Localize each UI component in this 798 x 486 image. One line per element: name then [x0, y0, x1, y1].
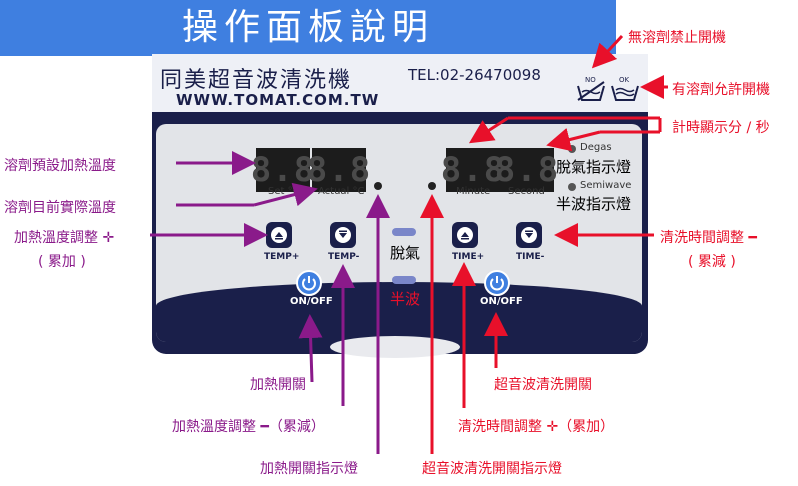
minute-label: Minute: [456, 186, 491, 197]
power-icon: [302, 276, 316, 291]
actual-temp-label: Actual °C: [318, 186, 365, 197]
brand-panel: [152, 54, 648, 112]
degas-button-label: 脫氣: [390, 244, 421, 262]
ultrasonic-indicator-led: [428, 182, 436, 190]
annotation-no-solvent: 無溶劑禁止開機: [628, 30, 726, 46]
temp-plus-caption: TEMP+: [264, 252, 300, 262]
set-temp-label: Set °C: [268, 186, 300, 197]
up-arrow-icon: [457, 227, 473, 243]
annotation-wash-time-down: 清洗時間調整 ━: [660, 230, 757, 246]
ultrasonic-power-button[interactable]: [484, 270, 510, 296]
annotation-solvent-preset-temp: 溶劑預設加熱溫度: [4, 158, 116, 174]
temp-minus-button[interactable]: [330, 222, 356, 248]
brand-name: 同美超音波清洗機: [160, 68, 353, 93]
annotation-heat-temp-down: 加熱溫度調整 ━（累減）: [172, 419, 325, 435]
time-minus-button[interactable]: [516, 222, 542, 248]
degas-small-label: Degas: [580, 142, 612, 153]
page-title: 操作面板說明: [181, 7, 434, 48]
semiwave-button[interactable]: [392, 276, 416, 284]
annotation-solvent-actual-temp: 溶劑目前實際溫度: [4, 200, 116, 216]
semiwave-indicator-label: 半波指示燈: [556, 195, 632, 213]
symbol-no-text: NO: [585, 76, 596, 84]
minute-display: 8.8: [440, 148, 506, 192]
title-bar: [0, 0, 616, 56]
symbol-ok-text: OK: [619, 76, 630, 84]
power-icon: [490, 276, 504, 291]
annotation-ultrasonic-switch-indicator: 超音波清洗開關指示燈: [422, 461, 562, 477]
has-solvent-symbol-icon: OK: [611, 76, 639, 101]
time-plus-button[interactable]: [452, 222, 478, 248]
annotation-wash-time-down-note: ( 累減 ): [688, 254, 736, 270]
heat-power-button[interactable]: [296, 270, 322, 296]
annotation-heat-temp-up: 加熱溫度調整 ✛: [14, 230, 115, 246]
no-solvent-symbol-icon: NO: [577, 76, 605, 101]
time-minus-caption: TIME-: [516, 252, 545, 262]
actual-temp-display: 8.8: [306, 148, 372, 192]
annotation-has-solvent: 有溶劑允許開機: [672, 82, 770, 98]
degas-button[interactable]: [392, 228, 416, 236]
time-plus-caption: TIME+: [452, 252, 485, 262]
degas-indicator-label: 脫氣指示燈: [556, 158, 632, 176]
annotation-timer-display: 計時顯示分 / 秒: [672, 120, 770, 136]
up-arrow-icon: [271, 227, 287, 243]
brand-tel: TEL:02-26470098: [408, 66, 541, 84]
annotation-heat-switch-indicator: 加熱開關指示燈: [260, 461, 358, 477]
second-label: Second: [508, 186, 545, 197]
set-temp-display: 8.8: [250, 148, 316, 192]
semiwave-led: [568, 183, 576, 191]
brand-website: WWW.TOMAT.COM.TW: [176, 91, 380, 109]
panel-shine: [330, 336, 460, 358]
annotation-wash-time-up: 清洗時間調整 ✛（累加）: [458, 419, 615, 435]
ultrasonic-onoff-caption: ON/OFF: [480, 296, 523, 307]
semiwave-button-label: 半波: [390, 290, 421, 308]
heat-indicator-led: [374, 182, 382, 190]
annotation-heat-switch: 加熱開關: [250, 377, 306, 393]
heat-onoff-caption: ON/OFF: [290, 296, 333, 307]
down-arrow-icon: [521, 227, 537, 243]
down-arrow-icon: [335, 227, 351, 243]
annotation-heat-temp-up-note: ( 累加 ): [38, 254, 86, 270]
temp-plus-button[interactable]: [266, 222, 292, 248]
semiwave-small-label: Semiwave: [580, 180, 632, 191]
temp-minus-caption: TEMP-: [328, 252, 360, 262]
control-panel-bottom: [156, 282, 642, 342]
annotation-ultrasonic-switch: 超音波清洗開關: [494, 377, 592, 393]
second-display: 8.8: [494, 148, 560, 192]
